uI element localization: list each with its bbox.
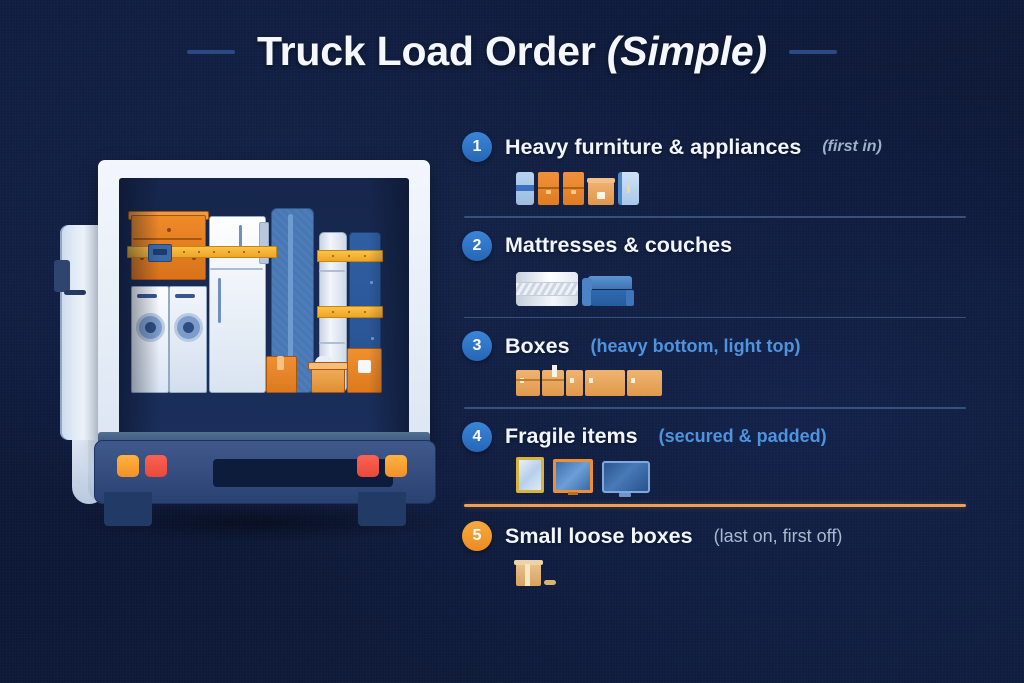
list-item[interactable]: 3 Boxes (heavy bottom, light top) [462,331,978,409]
cargo-interior [119,178,409,436]
step-badge-2: 2 [462,230,492,261]
title-main: Truck Load Order [257,28,607,74]
fridge-icon [618,172,639,205]
step-badge-5: 5 [462,521,492,551]
mirror-arm [64,290,86,295]
step-header: 3 Boxes (heavy bottom, light top) [462,331,978,361]
load-order-list: 1 Heavy furniture & appliances (first in… [462,132,978,586]
step-note: (secured & padded) [658,426,827,446]
step-icon-row [514,560,978,586]
box-icon [516,370,540,396]
cargo-wall-shading [119,178,409,436]
step-label: Mattresses & couches [505,233,733,257]
step-badge-1: 1 [462,132,492,162]
dresser-icon [563,172,584,205]
divider [464,316,966,318]
small-box-icon [514,560,543,586]
step-icon-row [516,365,978,396]
step-label: Small loose boxes [505,523,693,548]
taillight-amber [117,455,139,477]
step-label: Heavy furniture & appliances [505,134,802,159]
mud-flap-right [358,492,406,526]
mud-flap-left [104,492,152,526]
divider [464,407,966,409]
list-item[interactable]: 2 Mattresses & couches [462,230,978,318]
box-icon [542,365,564,396]
divider-accent [464,503,966,507]
step-label: Boxes [505,333,570,358]
step-header: 4 Fragile items (secured & padded) [462,421,978,452]
truck-illustration [54,150,458,560]
step-header: 1 Heavy furniture & appliances (first in… [462,132,978,162]
title-dash-left [187,49,236,54]
side-mirror-icon [54,260,70,292]
step-note: (heavy bottom, light top) [590,335,801,356]
step-header: 5 Small loose boxes (last on, first off) [462,521,978,551]
appliance-light-icon [516,172,534,205]
title-suffix: (Simple) [606,28,767,74]
couch-icon [582,275,634,306]
list-item[interactable]: 4 Fragile items (secured & padded) [462,421,978,507]
header: Truck Load Order (Simple) [0,28,1024,75]
step-badge-3: 3 [462,331,492,361]
framed-picture-icon [553,458,593,495]
carton-box-icon [587,178,615,205]
step-icon-row [516,270,978,306]
tv-icon [602,460,650,497]
box-icon [585,370,625,396]
list-item[interactable]: 1 Heavy furniture & appliances (first in… [462,132,978,218]
divider [464,216,966,218]
step-label: Fragile items [505,424,638,448]
step-icon-row [516,456,978,497]
taillight-red [357,455,379,477]
framed-mirror-icon [516,456,544,493]
tape-roll-icon [544,580,556,585]
title-dash-right [788,49,837,54]
step-header: 2 Mattresses & couches [462,230,978,261]
step-note: (first in) [822,138,882,155]
taillight-red [145,455,167,477]
step-icon-row [516,171,978,205]
dresser-icon [538,172,559,205]
list-item[interactable]: 5 Small loose boxes (last on, first off) [462,521,978,586]
box-icon [566,370,583,396]
box-icon [627,370,662,396]
page-title: Truck Load Order (Simple) [257,28,767,75]
step-badge-4: 4 [462,421,492,452]
taillight-amber [385,455,407,477]
mattress-stack-icon [516,271,578,306]
step-note: (last on, first off) [713,525,843,546]
